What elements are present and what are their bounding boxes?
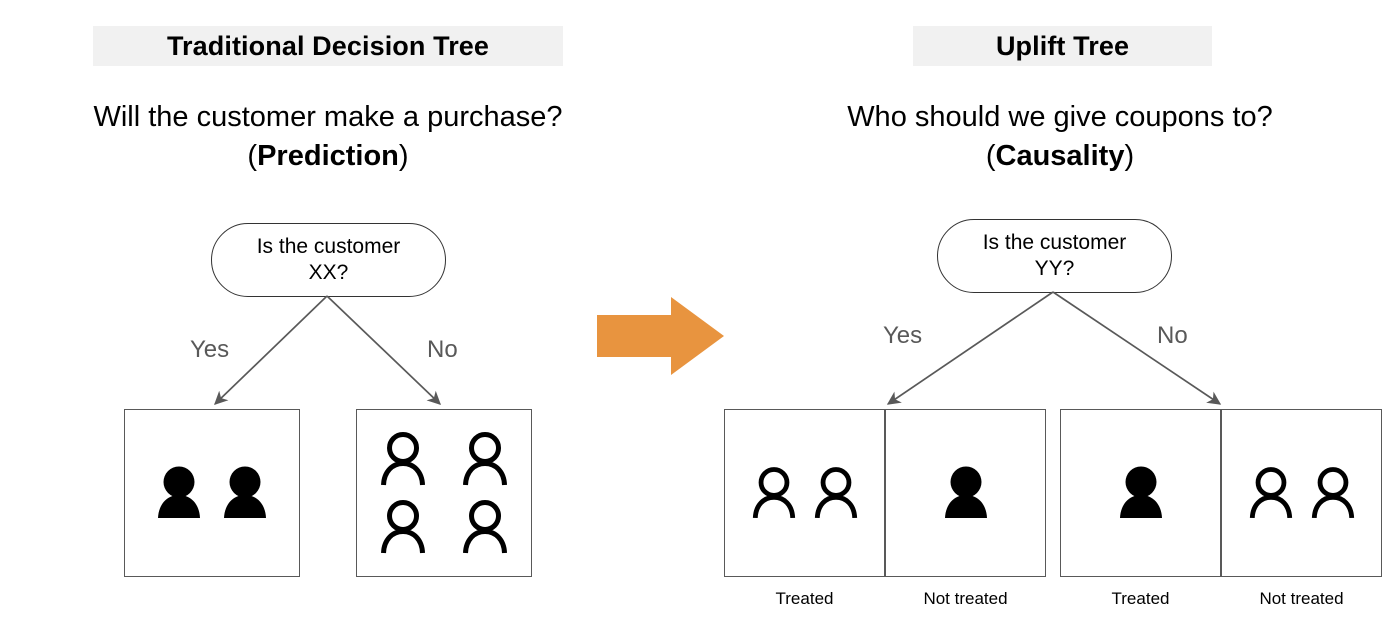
person-solid-icon	[1119, 466, 1162, 518]
person-group	[1222, 410, 1381, 576]
left-panel-title-band: Traditional Decision Tree	[93, 26, 563, 66]
person-group	[725, 410, 884, 576]
person-outline-icon	[752, 467, 795, 519]
left-edge-label-yes: Yes	[190, 336, 230, 363]
right-leaf-no-treated[interactable]	[1060, 409, 1221, 577]
left-node-line2: XX?	[308, 261, 349, 284]
left-leaf-yes[interactable]	[124, 409, 300, 577]
person-group	[125, 410, 299, 576]
person-outline-icon	[1249, 467, 1292, 519]
left-leaf-no[interactable]	[356, 409, 532, 577]
left-node-line1: Is the customer	[256, 234, 401, 258]
right-edge-label-yes: Yes	[883, 322, 923, 349]
person-outline-icon	[814, 467, 857, 519]
paren-open: (	[247, 139, 258, 172]
paren-close: )	[398, 139, 409, 172]
leaf-caption-yes-not-treated: Not treated	[923, 589, 1008, 608]
left-panel-question: Will the customer make a purchase? (Pred…	[0, 98, 656, 175]
right-leaf-no-not-treated[interactable]	[1221, 409, 1382, 577]
right-panel-question: Who should we give coupons to? (Causalit…	[745, 98, 1375, 175]
edge-left-no	[326, 295, 441, 405]
right-question-emphasis: Causality	[995, 139, 1125, 172]
person-solid-icon	[224, 466, 266, 518]
person-solid-icon	[944, 466, 987, 518]
right-panel-title: Uplift Tree	[995, 30, 1130, 61]
right-question-line1: Who should we give coupons to?	[847, 101, 1273, 133]
left-question-line2: (Prediction)	[0, 137, 656, 176]
left-question-emphasis: Prediction	[257, 139, 399, 172]
right-node-line2: YY?	[1034, 257, 1075, 280]
leaf-caption-no-not-treated: Not treated	[1259, 589, 1344, 608]
person-outline-icon	[380, 432, 425, 486]
person-outline-icon	[463, 500, 508, 554]
person-group	[886, 410, 1045, 576]
person-outline-icon	[463, 432, 508, 486]
person-group	[357, 410, 531, 576]
right-question-line2: (Causality)	[745, 137, 1375, 176]
left-edge-label-no: No	[427, 336, 458, 363]
paren-close: )	[1124, 139, 1135, 172]
leaf-caption-no-treated: Treated	[1111, 589, 1170, 608]
right-leaf-yes-not-treated[interactable]	[885, 409, 1046, 577]
right-arrow-icon	[597, 297, 724, 375]
right-panel-title-band: Uplift Tree	[913, 26, 1212, 66]
edge-right-no	[1052, 291, 1222, 405]
person-outline-icon	[1311, 467, 1354, 519]
person-group	[1061, 410, 1220, 576]
left-panel-title: Traditional Decision Tree	[166, 30, 490, 61]
left-question-line1: Will the customer make a purchase?	[93, 101, 563, 133]
person-solid-icon	[158, 466, 200, 518]
left-decision-node[interactable]: Is the customer XX?	[211, 223, 446, 297]
edge-left-yes	[214, 295, 328, 405]
right-edge-label-no: No	[1157, 322, 1188, 349]
right-decision-node[interactable]: Is the customer YY?	[937, 219, 1172, 293]
leaf-caption-yes-treated: Treated	[775, 589, 834, 608]
right-leaf-yes-treated[interactable]	[724, 409, 885, 577]
paren-open: (	[985, 139, 996, 172]
right-node-line1: Is the customer	[982, 230, 1127, 254]
person-outline-icon	[380, 500, 425, 554]
